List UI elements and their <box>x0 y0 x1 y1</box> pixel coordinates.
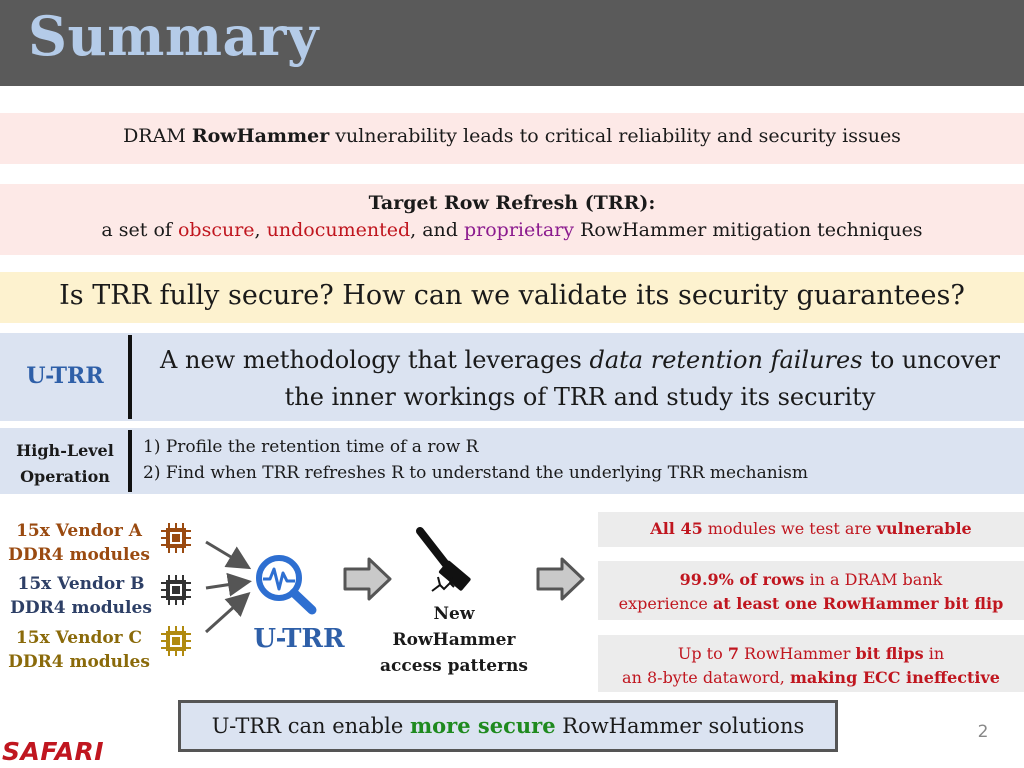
r3-num: 7 <box>727 644 739 663</box>
trr-heading: Target Row Refresh (TRR): <box>368 192 656 214</box>
vendor-b-line2: DDR4 modules <box>10 598 152 618</box>
r1-mid: modules we test are <box>702 519 877 538</box>
r2-bold1: 99.9% of rows <box>679 570 805 589</box>
vendor-c-label: 15x Vendor C DDR4 modules <box>6 626 152 674</box>
divider <box>128 430 132 492</box>
slide-title: Summary <box>28 4 319 68</box>
trr-proprietary: proprietary <box>464 219 575 241</box>
utrr-row-description: A new methodology that leverages data re… <box>150 342 1010 416</box>
question-box: Is TRR fully secure? How can we validate… <box>0 272 1024 323</box>
r3-pre2: an 8-byte dataword, <box>622 668 790 687</box>
r3-mid: RowHammer <box>738 644 856 663</box>
intro-post: vulnerability leads to critical reliabil… <box>329 125 901 147</box>
title-bar: Summary <box>0 0 1024 86</box>
r3-bold: bit flips <box>855 644 924 663</box>
operation-step: 1) Profile the retention time of a row R <box>143 437 479 457</box>
vendor-a-label: 15x Vendor A DDR4 modules <box>6 519 152 567</box>
r3-bold2: making ECC ineffective <box>789 668 1000 687</box>
arrow-from-vendor-a <box>205 540 252 570</box>
r2-line2: experience at least one RowHammer bit fl… <box>598 592 1024 616</box>
vendor-a-line1: 15x Vendor A <box>16 521 142 541</box>
hammer-icon <box>416 527 471 592</box>
new-patterns-label: New RowHammer access patterns <box>372 601 536 679</box>
conclusion-box: U-TRR can enable more secure RowHammer s… <box>178 700 838 752</box>
magnifier-icon <box>256 555 317 615</box>
utrr-row: U-TRR A new methodology that leverages d… <box>0 333 1024 421</box>
vendor-c-line2: DDR4 modules <box>8 652 150 672</box>
new-patterns-line1: New <box>433 604 475 624</box>
safari-logo: SAFARI <box>2 737 105 766</box>
vendor-a-line2: DDR4 modules <box>8 545 150 565</box>
arrow-from-vendor-b <box>205 572 252 597</box>
r1-num: 45 <box>680 519 703 538</box>
intro-bold: RowHammer <box>191 125 330 147</box>
utrr-row-label: U-TRR <box>26 363 104 389</box>
intro-pre: DRAM <box>123 125 192 147</box>
r1-pre: All <box>650 519 681 538</box>
conclusion-highlight: more secure <box>409 713 556 738</box>
new-patterns-line3: access patterns <box>380 656 528 676</box>
question-text: Is TRR fully secure? How can we validate… <box>59 280 965 311</box>
utrr-emphasis: data retention failures <box>589 346 863 374</box>
divider <box>128 335 132 419</box>
utrr-pre: A new methodology that leverages <box>160 346 590 374</box>
r3-post: in <box>923 644 945 663</box>
r2-bold2: at least one RowHammer bit flip <box>712 594 1004 613</box>
r2-pre2: experience <box>618 594 713 613</box>
block-arrow-icon <box>343 557 392 601</box>
r3-line1: Up to 7 RowHammer bit flips in <box>598 642 1024 666</box>
conclusion-post: RowHammer solutions <box>555 714 805 738</box>
vendor-b-label: 15x Vendor B DDR4 modules <box>8 572 154 620</box>
result-rows: 99.9% of rows in a DRAM bank experience … <box>598 561 1024 620</box>
chip-icon <box>161 523 191 553</box>
vendor-b-line1: 15x Vendor B <box>17 574 145 594</box>
vendor-c-line1: 15x Vendor C <box>15 628 143 648</box>
trr-pre: a set of <box>101 219 178 241</box>
utrr-diagram-label: U-TRR <box>253 624 345 654</box>
intro-box: DRAM RowHammer vulnerability leads to cr… <box>0 113 1024 164</box>
trr-sep2: , and <box>410 219 464 241</box>
r2-line1: 99.9% of rows in a DRAM bank <box>598 568 1024 592</box>
operation-step: 2) Find when TRR refreshes R to understa… <box>143 463 808 483</box>
arrow-from-vendor-c <box>204 591 251 634</box>
r1-bold: vulnerable <box>876 519 972 538</box>
trr-post: RowHammer mitigation techniques <box>574 219 923 241</box>
converging-arrows <box>204 540 252 634</box>
chip-icon <box>161 626 191 656</box>
new-patterns-line2: RowHammer <box>392 630 516 650</box>
result-vulnerable: All 45 modules we test are vulnerable <box>598 512 1024 547</box>
r3-pre: Up to <box>677 644 728 663</box>
operation-label-line1: High-Level <box>16 441 114 460</box>
block-arrow-icon <box>536 557 585 601</box>
page-number: 2 <box>977 722 989 742</box>
conclusion-pre: U-TRR can enable <box>211 714 410 738</box>
r2-mid: in a DRAM bank <box>804 570 943 589</box>
trr-box: Target Row Refresh (TRR): a set of obscu… <box>0 184 1024 255</box>
trr-obscure: obscure <box>177 219 255 241</box>
trr-undocumented: undocumented <box>266 219 411 241</box>
chip-icon <box>161 575 191 605</box>
trr-description: a set of obscure, undocumented, and prop… <box>0 219 1024 241</box>
intro-text: DRAM RowHammer vulnerability leads to cr… <box>0 125 1024 147</box>
utrr-post: to uncover the inner workings of TRR and… <box>284 346 1000 411</box>
result-bitflips: Up to 7 RowHammer bit flips in an 8-byte… <box>598 635 1024 692</box>
trr-sep1: , <box>254 219 267 241</box>
r3-line2: an 8-byte dataword, making ECC ineffecti… <box>598 666 1024 690</box>
operation-label-line2: Operation <box>20 467 110 486</box>
